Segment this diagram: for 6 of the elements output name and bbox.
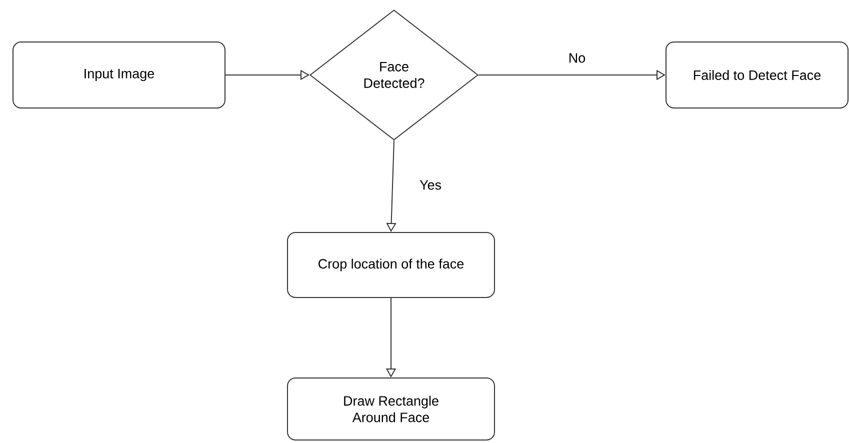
process-box: Failed to Detect Face [666,42,848,108]
process-box: Input Image [12,42,226,108]
edge-label: No [570,53,586,63]
process-box: Draw Rectangle Around Face [287,378,495,440]
edge-label: Yes [420,180,442,190]
process-box: Crop location of the face [287,232,495,298]
